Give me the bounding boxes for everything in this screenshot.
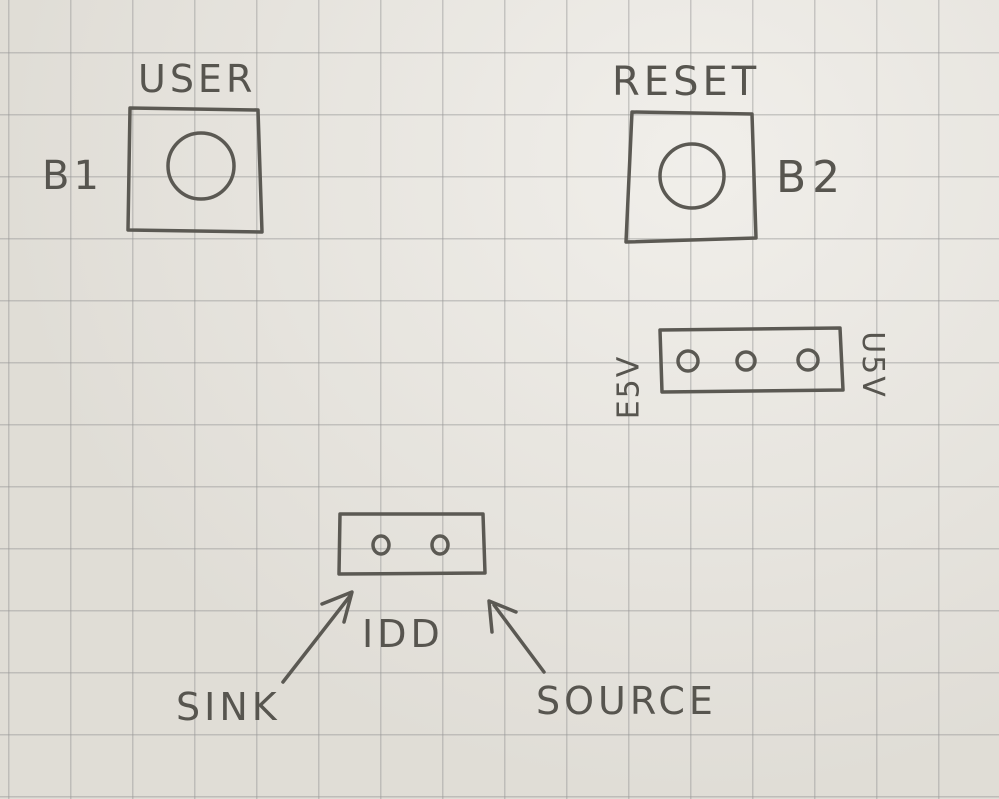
power-jumper-pin-3 xyxy=(796,348,820,372)
idd-label: IDD xyxy=(362,612,444,656)
idd-jumper xyxy=(337,512,487,576)
reset-label: RESET xyxy=(612,59,761,105)
source-label: SOURCE xyxy=(536,679,717,723)
e5v-label: E5V xyxy=(611,354,647,420)
sink-label: SINK xyxy=(176,685,281,729)
power-jumper-pin-2 xyxy=(735,350,757,372)
power-jumper-pin-1 xyxy=(676,349,700,373)
b2-label: B2 xyxy=(776,152,847,203)
power-jumper xyxy=(658,326,845,394)
idd-jumper-outline xyxy=(337,512,487,576)
b1-label: B1 xyxy=(42,153,103,199)
user-button-outline xyxy=(126,106,264,234)
source-arrow xyxy=(487,599,546,674)
reset-button-b2 xyxy=(624,110,758,244)
power-jumper-outline xyxy=(658,326,845,394)
sink-arrow xyxy=(281,590,354,684)
reset-button-outline xyxy=(624,110,758,244)
idd-jumper-pin-2 xyxy=(430,534,450,556)
u5v-label: U5V xyxy=(854,331,890,399)
idd-jumper-pin-1 xyxy=(371,534,391,556)
user-button-b1 xyxy=(126,106,264,234)
user-label: USER xyxy=(138,57,257,101)
user-button-circle xyxy=(166,131,236,201)
reset-button-circle xyxy=(658,142,726,210)
